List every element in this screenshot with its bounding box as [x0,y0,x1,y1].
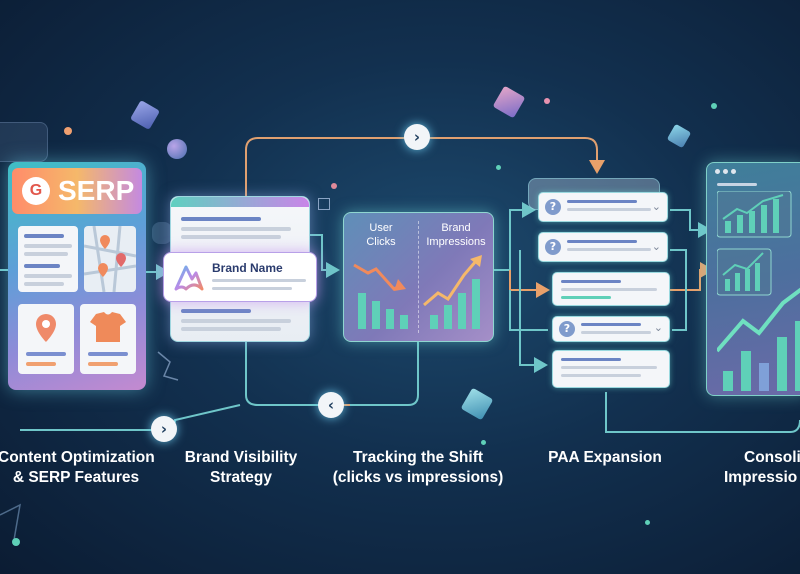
brand-name-label: Brand Name [212,261,283,275]
chevron-right-icon[interactable]: › [151,416,177,442]
tracking-card: User Clicks Brand Impressions [343,212,494,342]
brand-logo-icon [174,265,204,291]
background-window [0,122,48,162]
trend-up-icon [423,260,478,307]
user-clicks-label: User Clicks [366,222,396,248]
consolidation-caption: Consoli Impressio [724,449,800,486]
paa-answer [552,272,670,306]
trend-chart [353,255,482,329]
background-window [152,222,172,244]
tshirt-icon [88,312,128,366]
glow-dot [496,165,501,170]
consolidation-card [706,162,800,396]
results-tile [18,226,78,292]
serp-title: SERP [58,175,135,206]
glow-dot [544,98,550,104]
chevron-left-icon[interactable]: ‹ [318,392,344,418]
glow-dot [645,520,650,525]
chevron-down-icon: ⌄ [651,200,661,213]
location-pin-icon [26,313,66,366]
serp-caption: Content Optimization & SERP Features [0,449,155,486]
paa-answer [552,350,670,388]
product-tile [80,304,136,374]
paa-question[interactable]: ? ⌄ [552,316,670,342]
brand-caption: Brand Visibility Strategy [184,449,298,486]
question-icon: ? [559,321,575,337]
paa-question[interactable]: ? ⌄ [538,192,668,222]
glow-dot [167,139,187,159]
serp-header: G SERP [12,168,142,214]
growth-charts [717,191,800,391]
paa-question[interactable]: ? ⌄ [538,232,668,262]
decorative-square [318,198,330,210]
chevron-right-icon[interactable]: › [404,124,430,150]
serp-card: G SERP [8,162,146,390]
question-icon: ? [545,239,561,255]
glow-dot [711,103,717,109]
glow-dot [64,127,72,135]
google-logo-icon: G [22,177,50,205]
glow-dot [331,183,337,189]
chevron-down-icon: ⌄ [653,321,663,334]
brand-impressions-label: Brand Impressions [426,222,486,248]
question-icon: ? [545,199,561,215]
map-icon [84,226,136,292]
location-tile [18,304,74,374]
glow-dot [12,538,20,546]
glow-dot [481,440,486,445]
brand-highlight-card: Brand Name [163,252,317,302]
paa-stack: ? ⌄ ? ⌄ ? ⌄ [538,192,670,392]
chevron-down-icon: ⌄ [651,240,661,253]
trend-down-icon [353,263,403,291]
paa-caption: PAA Expansion [548,449,662,466]
tracking-caption: Tracking the Shift (clicks vs impression… [332,449,504,486]
